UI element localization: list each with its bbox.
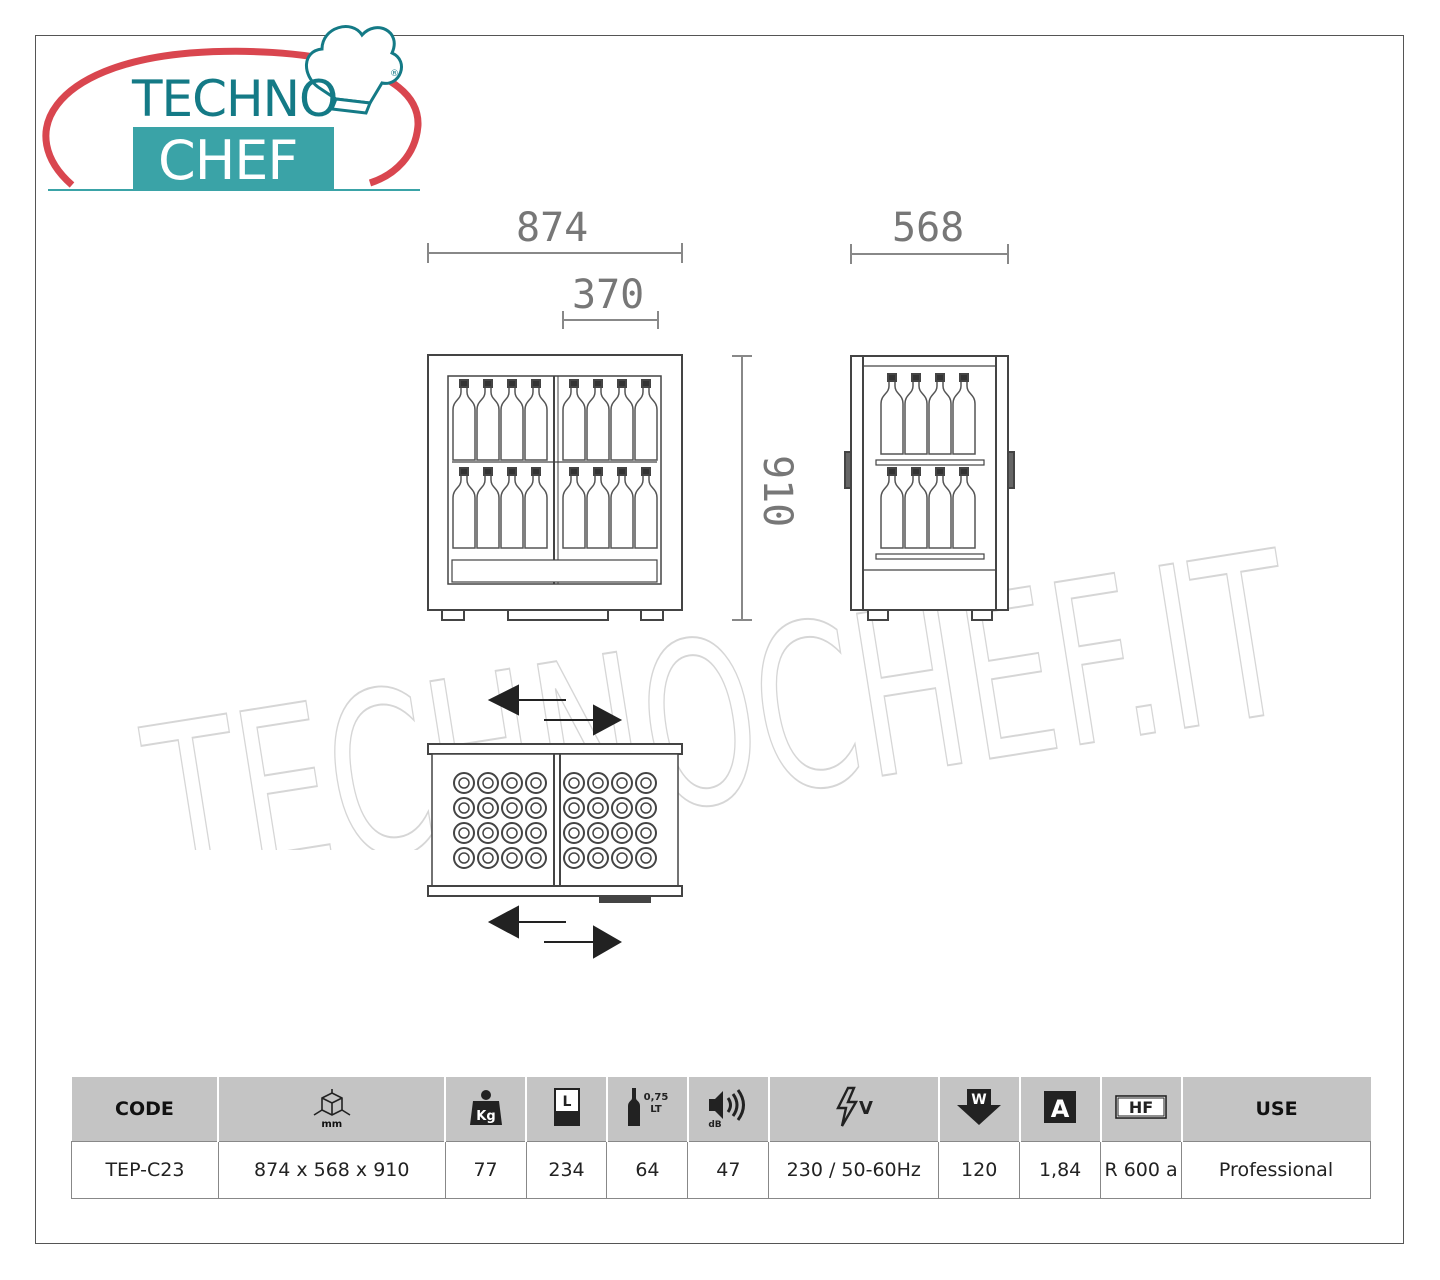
technochef-logo: TECHNO CHEF ® xyxy=(40,5,430,200)
voltage-unit: V xyxy=(859,1098,873,1119)
speaker-icon: dB xyxy=(709,1088,746,1128)
watermark: TECHNOCHEF.IT xyxy=(130,530,1310,850)
header-volume: L xyxy=(526,1077,608,1142)
header-bottles: 0,75 LT xyxy=(606,1077,689,1142)
header-power: W xyxy=(938,1077,1021,1142)
dim-inner: 370 xyxy=(572,272,645,318)
side-view xyxy=(844,355,1015,621)
logo-chef-box xyxy=(133,127,334,191)
power-unit: W xyxy=(971,1092,986,1108)
bottle-icon: 0,75 LT xyxy=(628,1087,669,1126)
spec-table: CODE mm xyxy=(71,1077,1371,1199)
gas-unit: HF xyxy=(1129,1098,1153,1117)
header-noise: dB xyxy=(687,1077,770,1142)
sliding-door-arrows-bottom xyxy=(487,905,623,959)
cell-dimensions: 874 x 568 x 910 xyxy=(217,1141,446,1199)
header-current: A xyxy=(1019,1077,1102,1142)
weight-unit: Kg xyxy=(476,1109,495,1124)
logo-swoosh xyxy=(42,25,422,191)
gas-icon: HF xyxy=(1115,1094,1167,1119)
dim-width: 874 xyxy=(516,205,589,251)
header-weight: Kg xyxy=(445,1077,528,1142)
header-dimensions: mm xyxy=(218,1077,447,1142)
registered-mark: ® xyxy=(390,69,399,79)
weight-icon: Kg xyxy=(469,1089,502,1125)
bottle-unit: LT xyxy=(651,1104,663,1115)
cell-current: 1,84 xyxy=(1019,1141,1102,1199)
bottle-size: 0,75 xyxy=(644,1092,669,1103)
front-view xyxy=(427,354,683,621)
chef-hat-icon xyxy=(305,25,403,115)
power-arrow-icon: W xyxy=(957,1088,1002,1125)
cell-gas: R 600 a xyxy=(1100,1141,1183,1199)
cell-noise: 47 xyxy=(687,1141,770,1199)
header-code: CODE xyxy=(71,1077,220,1142)
dimension-lines xyxy=(427,243,1009,621)
logo-text-chef: CHEF xyxy=(158,129,298,192)
header-use: USE xyxy=(1181,1077,1371,1142)
page-frame xyxy=(35,35,1404,1244)
top-view xyxy=(427,743,683,903)
header-gas: HF xyxy=(1100,1077,1183,1142)
technical-drawing xyxy=(427,243,1015,959)
dim-depth: 568 xyxy=(892,205,965,251)
cell-power: 120 xyxy=(938,1141,1021,1199)
header-voltage: V xyxy=(768,1077,940,1142)
cell-voltage: 230 / 50-60Hz xyxy=(768,1141,940,1199)
sliding-door-arrows-top xyxy=(487,684,623,736)
volume-icon: L xyxy=(553,1087,580,1126)
dims-unit: mm xyxy=(321,1119,343,1130)
cell-code: TEP-C23 xyxy=(71,1141,219,1199)
dimensions-cube-icon xyxy=(313,1089,351,1116)
logo-text-techno: TECHNO xyxy=(132,70,338,128)
spec-header-row: CODE mm xyxy=(71,1077,1371,1142)
current-icon: A xyxy=(1044,1090,1077,1123)
table-row: TEP-C23 874 x 568 x 910 77 234 64 47 230… xyxy=(71,1141,1371,1199)
current-unit: A xyxy=(1051,1095,1070,1123)
noise-unit: dB xyxy=(709,1120,722,1128)
cell-bottles: 64 xyxy=(606,1141,689,1199)
cell-volume: 234 xyxy=(525,1141,608,1199)
lightning-icon: V xyxy=(835,1086,873,1127)
cell-use: Professional xyxy=(1181,1141,1371,1199)
volume-unit: L xyxy=(562,1094,571,1110)
cell-weight: 77 xyxy=(444,1141,527,1199)
